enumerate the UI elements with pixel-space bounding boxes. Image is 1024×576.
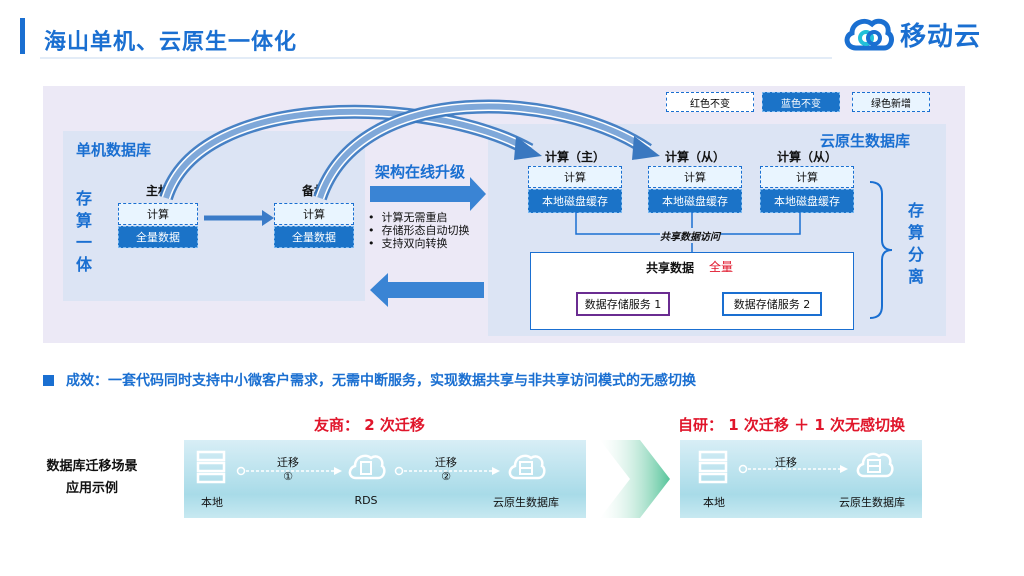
shared-data-title: 共享数据 xyxy=(646,261,695,275)
rds-label: RDS xyxy=(354,494,378,507)
cloud-db-label: 云原生数据库 xyxy=(493,496,559,509)
cloud-database-icon xyxy=(508,454,546,480)
legend-red: 红色不变 xyxy=(666,92,754,112)
standby-full-data-box: 全量数据 xyxy=(274,226,354,248)
bullet-item: • 计算无需重启 xyxy=(368,211,448,224)
bullet-square-icon xyxy=(43,374,54,386)
title-underline xyxy=(40,57,832,59)
cloud-native-db-title: 云原生数据库 xyxy=(820,132,911,150)
shared-full-badge: 全量 xyxy=(706,258,737,275)
standalone-db-title: 单机数据库 xyxy=(76,141,152,159)
competitor-title: 友商： 2 次迁移 xyxy=(314,416,425,434)
vertical-char: 算 xyxy=(907,223,924,242)
node2-compute-box: 计算 xyxy=(648,166,742,188)
migrate-arrow-1 xyxy=(236,466,342,476)
self-research-title: 自研： 1 次迁移 ＋ 1 次无感切换 xyxy=(678,416,905,434)
logo-text: 移动云 xyxy=(900,21,982,52)
upgrade-bullets: • 计算无需重启 • 存储形态自动切换 • 支持双向转换 xyxy=(368,211,469,250)
scene-label: 数据库迁移场景 应用示例 xyxy=(30,456,154,500)
migrate-arrow-2 xyxy=(394,466,500,476)
migrate-arrow xyxy=(738,464,848,474)
bullet-item: • 存储形态自动切换 xyxy=(368,224,470,237)
standby-label: 备机 xyxy=(301,184,326,198)
primary-label: 主机 xyxy=(145,184,170,198)
node2-cache-box: 本地磁盘缓存 xyxy=(648,189,742,213)
page-title: 海山单机、云原生一体化 xyxy=(44,30,298,55)
primary-full-data-box: 全量数据 xyxy=(118,226,198,248)
cloud-db-label: 云原生数据库 xyxy=(839,496,905,509)
node1-cache-box: 本地磁盘缓存 xyxy=(528,189,622,213)
vertical-char: 存 xyxy=(75,189,92,208)
cloud-database-icon xyxy=(856,452,894,478)
upgrade-label: 架构在线升级 xyxy=(375,163,466,181)
compute-primary-label: 计算（主） xyxy=(544,150,605,164)
step-2-label: ② xyxy=(441,470,451,483)
legend-green: 绿色新增 xyxy=(852,92,930,112)
bullet-item: • 支持双向转换 xyxy=(368,237,448,250)
compute-replica-label: 计算（从） xyxy=(664,150,725,164)
migrate-label-2: 迁移 xyxy=(435,456,457,469)
primary-compute-box: 计算 xyxy=(118,203,198,225)
migrate-label-1: 迁移 xyxy=(277,456,299,469)
rds-cloud-icon xyxy=(348,454,386,480)
vertical-char: 一 xyxy=(75,233,92,252)
right-bracket xyxy=(869,181,893,319)
local-label: 本地 xyxy=(703,496,725,509)
bullet-text: 计算无需重启 xyxy=(381,211,448,224)
cloud-logo-icon xyxy=(844,18,894,51)
storage-service-2: 数据存储服务 2 xyxy=(722,292,822,316)
scene-line: 应用示例 xyxy=(65,481,118,496)
migrate-label: 迁移 xyxy=(775,456,797,469)
legend-blue: 蓝色不变 xyxy=(762,92,840,112)
result-line: 成效：一套代码同时支持中小微客户需求，无需中断服务，实现数据共享与非共享访问模式… xyxy=(43,370,696,390)
brand-logo: 移动云 xyxy=(842,12,1012,56)
server-icon xyxy=(196,450,226,484)
node3-cache-box: 本地磁盘缓存 xyxy=(760,189,854,213)
vertical-char: 分 xyxy=(907,245,924,264)
title-accent-bar xyxy=(20,18,25,54)
local-label: 本地 xyxy=(201,496,223,509)
standby-compute-box: 计算 xyxy=(274,203,354,225)
vertical-char: 体 xyxy=(75,255,92,274)
compute-replica-label: 计算（从） xyxy=(776,150,837,164)
step-1-label: ① xyxy=(283,470,293,483)
right-vertical-label: 存 算 分 离 xyxy=(906,200,926,288)
shared-data-box xyxy=(530,252,854,330)
bullet-text: 支持双向转换 xyxy=(381,237,448,250)
result-text: 成效：一套代码同时支持中小微客户需求，无需中断服务，实现数据共享与非共享访问模式… xyxy=(66,373,696,389)
shared-access-label: 共享数据访问 xyxy=(660,228,720,243)
left-vertical-label: 存 算 一 体 xyxy=(74,188,94,276)
server-icon xyxy=(698,450,728,484)
vertical-char: 离 xyxy=(907,267,924,286)
vertical-char: 存 xyxy=(907,201,924,220)
storage-service-1: 数据存储服务 1 xyxy=(576,292,670,316)
scene-line: 数据库迁移场景 xyxy=(46,459,138,474)
node1-compute-box: 计算 xyxy=(528,166,622,188)
vertical-char: 算 xyxy=(75,211,92,230)
node3-compute-box: 计算 xyxy=(760,166,854,188)
bullet-text: 存储形态自动切换 xyxy=(381,224,470,237)
chevron-arrow-icon xyxy=(600,440,670,518)
